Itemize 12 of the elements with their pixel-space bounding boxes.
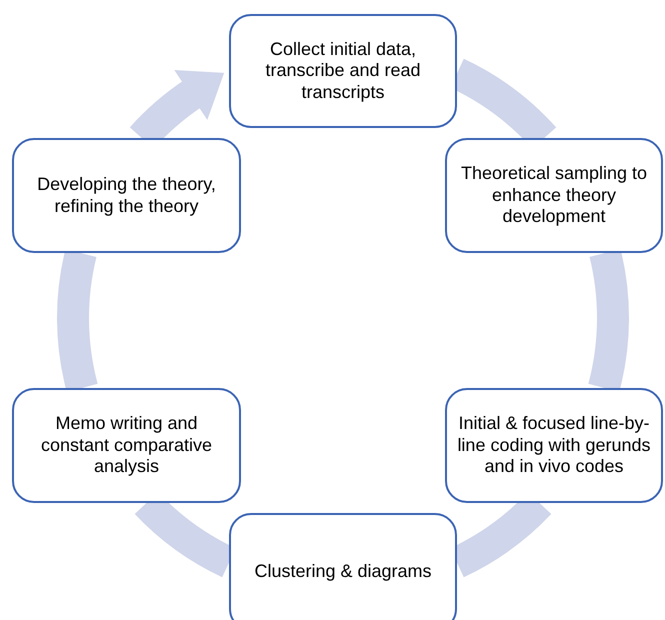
process-box (12, 388, 241, 503)
process-box (445, 138, 663, 253)
step-label: Initial & focused line-by-line coding with gerunds and in vivo codes (456, 413, 652, 478)
process-box (229, 14, 457, 128)
process-box (229, 513, 457, 620)
step-label: Memo writing and constant comparative analysis (40, 413, 214, 478)
step-label: Clustering & diagrams (254, 561, 432, 583)
process-box (12, 138, 241, 253)
step-label: Developing the theory, refining the theory (36, 174, 217, 218)
step-label: Theoretical sampling to enhance theory development (460, 163, 648, 228)
process-box (445, 388, 663, 503)
step-label: Collect initial data, transcribe and read transcripts (264, 38, 422, 104)
